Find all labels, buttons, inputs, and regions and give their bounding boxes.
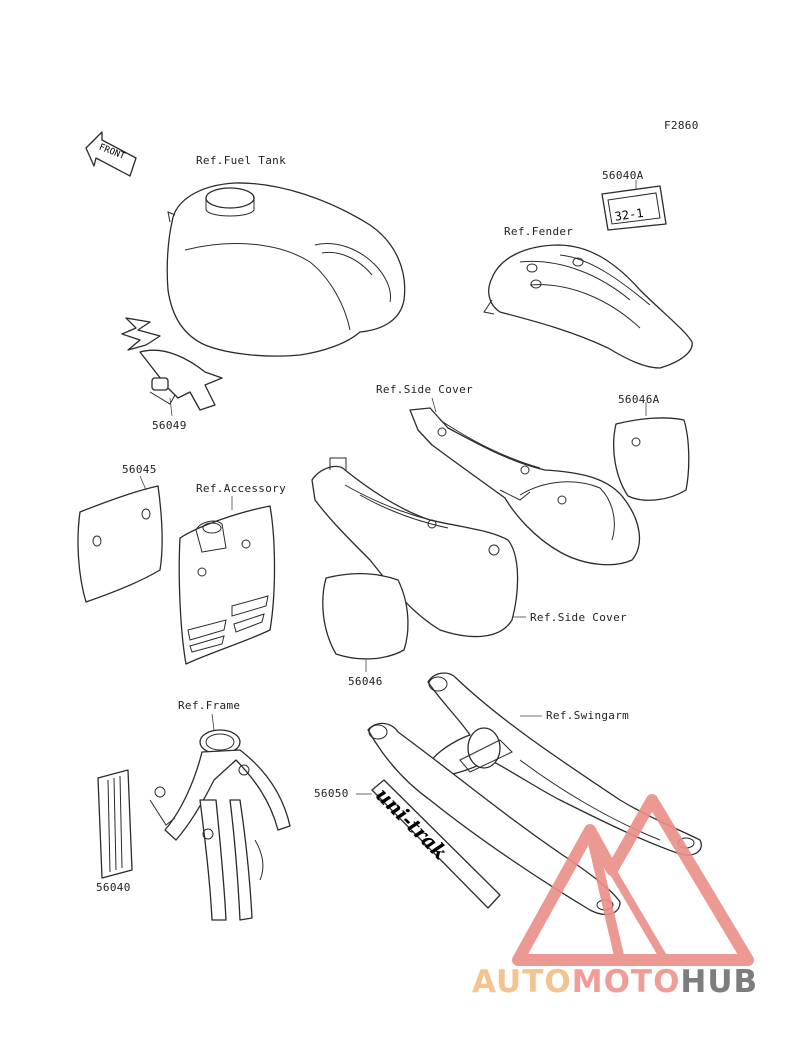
label-ref-frame: Ref.Frame [178,699,241,712]
decal-56046A-shape [613,417,690,501]
decal-56046-shape [322,573,409,660]
decal-56045-shape [77,485,163,603]
label-56049: 56049 [152,419,187,432]
side-cover-right-outline [409,407,641,566]
watermark-moto: MOTO [571,964,681,1000]
label-ref-swingarm: Ref.Swingarm [546,709,630,722]
label-ref-side-cover-bottom: Ref.Side Cover [530,611,627,624]
fuel-tank-outline [166,182,406,357]
label-ref-accessory: Ref.Accessory [196,482,286,495]
label-ref-fender: Ref.Fender [504,225,574,238]
label-ref-side-cover-top: Ref.Side Cover [376,383,473,396]
label-56046: 56046 [348,675,383,688]
watermark-auto: AUTO [472,964,572,1000]
front-arrow-icon: FRONT [85,131,137,177]
label-56046A: 56046A [618,393,660,406]
label-ref-fuel-tank: Ref.Fuel Tank [196,154,286,167]
swingarm-outline [367,672,702,916]
label-56045: 56045 [122,463,157,476]
watermark-hub: HUB [680,964,759,1000]
label-56040: 56040 [96,881,131,894]
watermark-text: AUTOMOTOHUB [472,964,758,1000]
side-cover-left-outline [311,457,519,638]
automotohub-logo-icon [512,794,754,966]
decal-56040-shape [97,769,133,879]
label-56040A: 56040A [602,169,644,182]
rear-fender-outline [483,244,693,369]
accessory-plate-outline [178,505,276,665]
frame-outline [149,729,291,921]
decal-56040A-shape: 32-1 [601,185,667,231]
figure-code: F2860 [664,119,699,132]
label-56050: 56050 [314,787,349,800]
decal-56040A-text: 32-1 [614,206,645,224]
decal-56049-shape [121,317,223,411]
